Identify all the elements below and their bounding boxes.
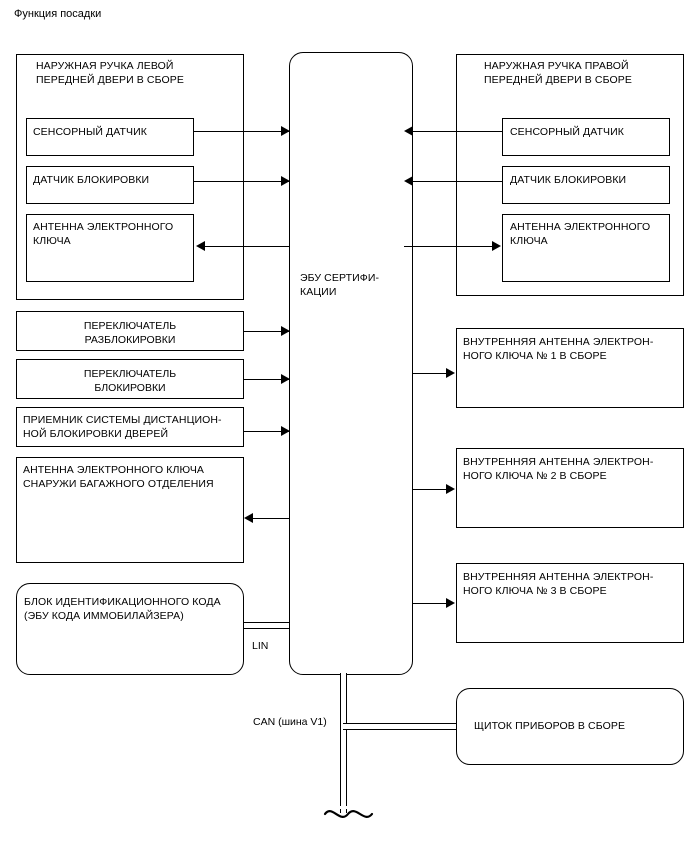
lin-bus-label: LIN	[252, 640, 269, 652]
right-key-antenna-arrow-icon	[492, 241, 501, 251]
inner-antenna-2-box[interactable]	[456, 448, 684, 528]
inner-antenna-2-connector	[413, 489, 447, 490]
page-title: Функция посадки	[14, 8, 102, 20]
right-touch-sensor-connector	[413, 131, 502, 132]
left-lock-sensor-box[interactable]	[26, 166, 194, 204]
left-key-antenna-connector	[205, 246, 301, 247]
trunk-outside-antenna-box[interactable]	[16, 457, 244, 563]
unlock-switch-arrow-icon	[281, 326, 290, 336]
remote-lock-receiver-connector	[244, 431, 299, 432]
lock-switch-label: ПЕРЕКЛЮЧАТЕЛЬ БЛОКИРОВКИ	[83, 368, 177, 394]
right-lock-sensor-label: ДАТЧИК БЛОКИРОВКИ	[510, 174, 627, 186]
inner-antenna-3-arrow-icon	[446, 598, 455, 608]
remote-lock-receiver-label: ПРИЕМНИК СИСТЕМЫ ДИСТАНЦИОН- НОЙ БЛОКИРО…	[23, 414, 222, 440]
right-lock-sensor-box[interactable]	[502, 166, 670, 204]
lock-switch-connector	[244, 379, 299, 380]
inner-antenna-1-connector	[413, 373, 447, 374]
unlock-switch-connector	[244, 331, 299, 332]
trunk-outside-antenna-label: АНТЕННА ЭЛЕКТРОННОГО КЛЮЧА СНАРУЖИ БАГАЖ…	[23, 464, 214, 490]
inner-antenna-3-connector	[413, 603, 447, 604]
left-touch-sensor-arrow-icon	[281, 126, 290, 136]
right-key-antenna-box[interactable]	[502, 214, 670, 282]
left-key-antenna-box[interactable]	[26, 214, 194, 282]
left-door-handle-group-label: НАРУЖНАЯ РУЧКА ЛЕВОЙ ПЕРЕДНЕЙ ДВЕРИ В СБ…	[36, 60, 184, 86]
inner-antenna-3-label: ВНУТРЕННЯЯ АНТЕННА ЭЛЕКТРОН- НОГО КЛЮЧА …	[463, 571, 654, 597]
inner-antenna-1-arrow-icon	[446, 368, 455, 378]
right-key-antenna-connector	[404, 246, 493, 247]
certification-ecu-box[interactable]	[289, 52, 413, 675]
id-code-box[interactable]	[16, 583, 244, 675]
left-touch-sensor-connector	[194, 131, 299, 132]
left-lock-sensor-label: ДАТЧИК БЛОКИРОВКИ	[33, 174, 150, 186]
trunk-outside-antenna-arrow-icon	[244, 513, 253, 523]
right-lock-sensor-connector	[413, 181, 502, 182]
right-touch-sensor-label: СЕНСОРНЫЙ ДАТЧИК	[510, 126, 625, 138]
right-lock-sensor-arrow-icon	[404, 176, 413, 186]
instrument-cluster-box[interactable]	[456, 688, 684, 765]
lock-switch-box[interactable]	[16, 359, 244, 399]
unlock-switch-label: ПЕРЕКЛЮЧАТЕЛЬ РАЗБЛОКИРОВКИ	[83, 320, 177, 346]
left-touch-sensor-box[interactable]	[26, 118, 194, 156]
trunk-outside-antenna-connector	[253, 518, 301, 519]
lin-bus-line	[244, 622, 292, 629]
instrument-cluster-label: ЩИТОК ПРИБОРОВ В СБОРЕ	[474, 720, 626, 732]
inner-antenna-1-box[interactable]	[456, 328, 684, 408]
inner-antenna-1-label: ВНУТРЕННЯЯ АНТЕННА ЭЛЕКТРОН- НОГО КЛЮЧА …	[463, 336, 654, 362]
right-door-handle-group-label: НАРУЖНАЯ РУЧКА ПРАВОЙ ПЕРЕДНЕЙ ДВЕРИ В С…	[484, 60, 632, 86]
left-key-antenna-label: АНТЕННА ЭЛЕКТРОННОГО КЛЮЧА	[33, 221, 174, 247]
inner-antenna-3-box[interactable]	[456, 563, 684, 643]
unlock-switch-box[interactable]	[16, 311, 244, 351]
certification-ecu-label: ЭБУ СЕРТИФИ- КАЦИИ	[300, 272, 380, 298]
right-touch-sensor-box[interactable]	[502, 118, 670, 156]
remote-lock-receiver-arrow-icon	[281, 426, 290, 436]
id-code-box-label: БЛОК ИДЕНТИФИКАЦИОННОГО КОДА (ЭБУ КОДА И…	[24, 596, 221, 622]
right-key-antenna-label: АНТЕННА ЭЛЕКТРОННОГО КЛЮЧА	[510, 221, 651, 247]
can-bus-vertical	[340, 673, 347, 813]
remote-lock-receiver-box[interactable]	[16, 407, 244, 447]
inner-antenna-2-label: ВНУТРЕННЯЯ АНТЕННА ЭЛЕКТРОН- НОГО КЛЮЧА …	[463, 456, 654, 482]
left-touch-sensor-label: СЕНСОРНЫЙ ДАТЧИК	[33, 126, 148, 138]
left-lock-sensor-connector	[194, 181, 299, 182]
right-touch-sensor-arrow-icon	[404, 126, 413, 136]
inner-antenna-2-arrow-icon	[446, 484, 455, 494]
left-lock-sensor-arrow-icon	[281, 176, 290, 186]
left-key-antenna-arrow-icon	[196, 241, 205, 251]
lock-switch-arrow-icon	[281, 374, 290, 384]
bus-break-wave-icon	[323, 810, 374, 818]
bus-break-mask	[339, 806, 348, 809]
can-bus-label: CAN (шина V1)	[253, 716, 327, 728]
can-bus-branch	[343, 723, 459, 730]
